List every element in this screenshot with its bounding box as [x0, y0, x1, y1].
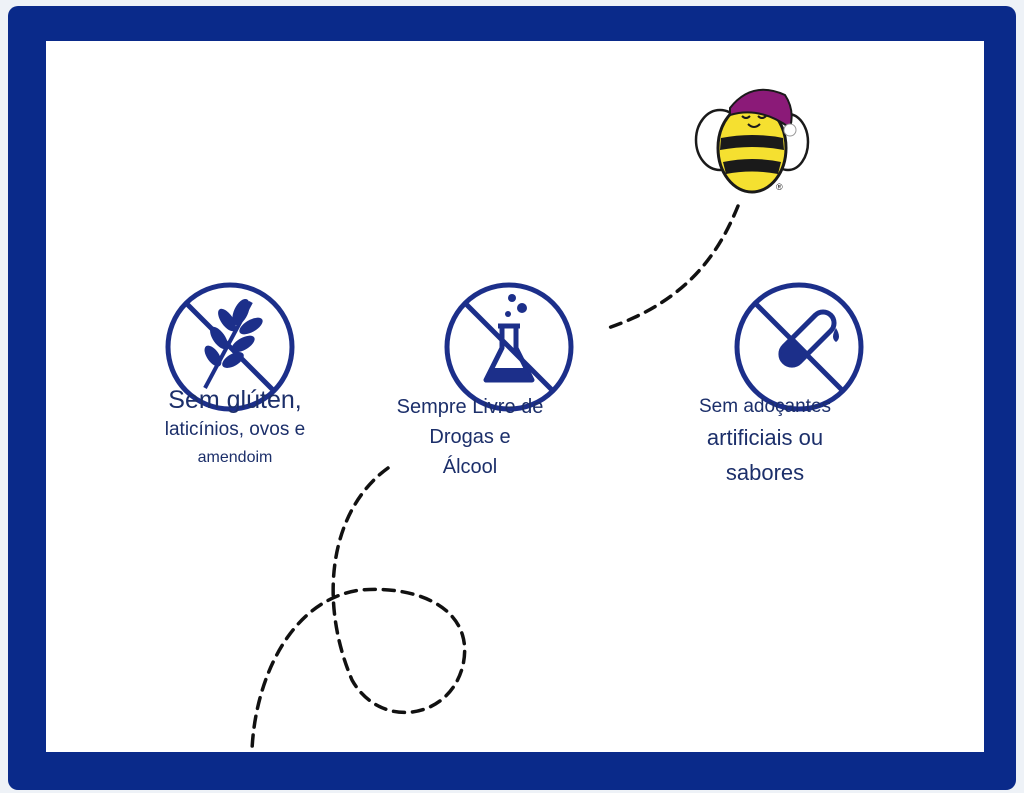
feature-line: sabores: [725, 459, 805, 485]
feature-line: Sem glúten,: [168, 386, 302, 414]
feature-line: Álcool: [442, 456, 498, 478]
feature-line: Sempre Livre de: [396, 396, 544, 418]
feature-line: Drogas e: [429, 426, 511, 448]
feature-label-drug-free: Sempre Livre de Drogas e Álcool: [360, 392, 580, 482]
feature-line: artificiais ou: [706, 425, 824, 451]
registered-mark: ®: [776, 182, 783, 192]
sleeping-bee-icon: ®: [694, 88, 810, 194]
feature-label-no-artificial: Sem adoçantes artificiais ou sabores: [650, 392, 880, 490]
feature-line: Sem adoçantes: [698, 396, 832, 417]
no-drugs-flask-icon: [444, 282, 574, 412]
feature-line: laticínios, ovos e: [164, 419, 306, 440]
content-panel: [46, 41, 984, 752]
feature-line: amendoim: [197, 448, 273, 466]
feature-label-gluten-free: Sem glúten, laticínios, ovos e amendoim: [120, 385, 350, 467]
no-artificial-test-tube-icon: [734, 282, 864, 412]
no-gluten-wheat-icon: [165, 282, 295, 412]
